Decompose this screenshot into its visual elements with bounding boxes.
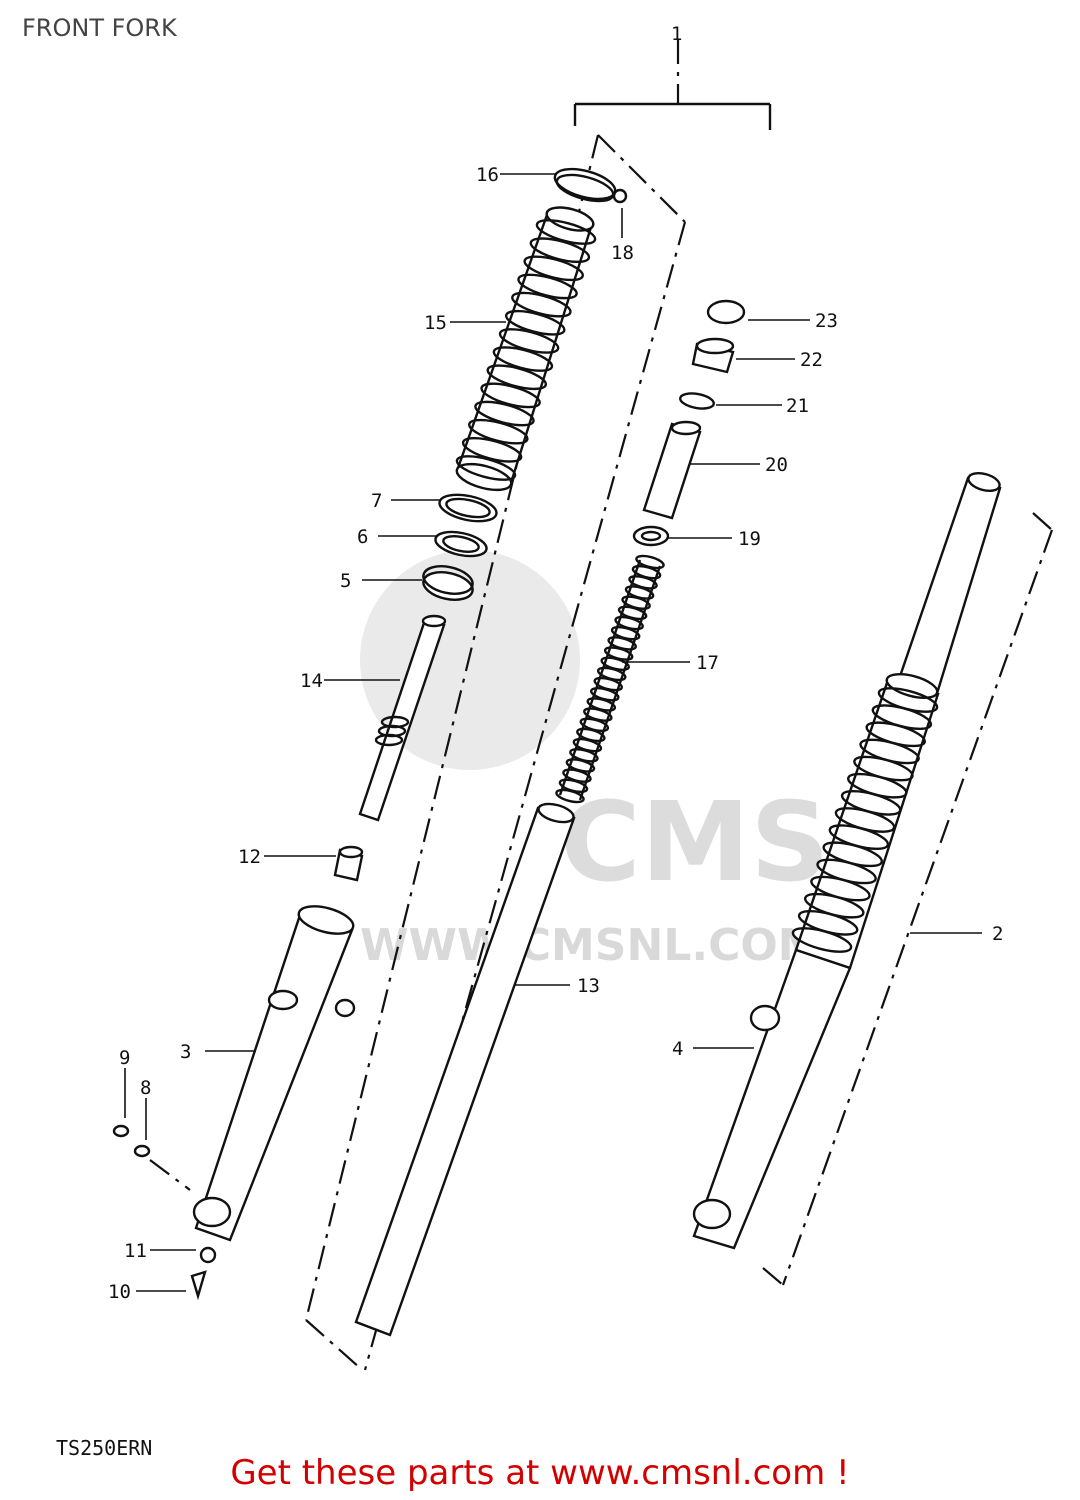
part-9-bolt xyxy=(112,1124,130,1138)
assembly-frame-left xyxy=(304,134,687,1371)
callout-12: 12 xyxy=(238,846,261,868)
callout-5: 5 xyxy=(340,570,351,592)
watermark-logo: CMS xyxy=(560,778,829,906)
part-20-spacer xyxy=(642,420,702,520)
assembly-bracket xyxy=(573,40,772,130)
callout-4: 4 xyxy=(672,1038,683,1060)
callout-9: 9 xyxy=(119,1047,130,1069)
callout-15: 15 xyxy=(424,312,447,334)
callout-11: 11 xyxy=(124,1240,147,1262)
part-23-cap xyxy=(706,299,746,325)
callout-21: 21 xyxy=(786,395,809,417)
boot-fold-right xyxy=(791,927,853,953)
callout-20: 20 xyxy=(765,454,788,476)
diagram-title: FRONT FORK xyxy=(22,14,177,42)
callout-19: 19 xyxy=(738,528,761,550)
part-8-washer xyxy=(133,1144,151,1158)
callout-23: 23 xyxy=(815,310,838,332)
part-8-axis xyxy=(149,1159,191,1191)
part-21-o-ring xyxy=(679,392,715,410)
part-3-outer-tube-left xyxy=(190,905,356,1301)
model-code: TS250ERN xyxy=(56,1436,153,1460)
boot-fold xyxy=(455,455,517,481)
part-16-clamp xyxy=(553,167,628,204)
callout-10: 10 xyxy=(108,1281,131,1303)
callout-7: 7 xyxy=(371,490,382,512)
callout-labels: 1 2 3 4 5 6 7 8 9 10 11 12 13 14 15 16 1… xyxy=(108,23,1003,1303)
cmsnl-watermark: CMS WWW.CMSNL.COM xyxy=(360,550,829,971)
spring-coil xyxy=(555,788,585,804)
callout-3: 3 xyxy=(180,1041,191,1063)
part-12-collar xyxy=(333,845,364,882)
part-7-ring xyxy=(438,493,498,523)
assembly-frame-right xyxy=(762,512,1054,1286)
callout-16: 16 xyxy=(476,164,499,186)
part-14-damper-rod xyxy=(358,614,447,822)
leader-lines xyxy=(124,173,982,1292)
callout-1: 1 xyxy=(671,23,682,45)
part-13-inner-tube xyxy=(354,802,576,1337)
part-5-oil-seal xyxy=(422,565,474,601)
part-22-fork-cap-bolt xyxy=(691,337,735,374)
callout-2: 2 xyxy=(992,923,1003,945)
callout-6: 6 xyxy=(357,526,368,548)
callout-14: 14 xyxy=(300,670,323,692)
watermark-url: WWW.CMSNL.COM xyxy=(360,920,822,971)
callout-17: 17 xyxy=(696,652,719,674)
footer-link-text[interactable]: Get these parts at www.cmsnl.com ! xyxy=(230,1453,850,1493)
part-19-washer xyxy=(632,525,670,547)
callout-22: 22 xyxy=(800,349,823,371)
part-6-seal xyxy=(434,530,488,558)
callout-8: 8 xyxy=(140,1077,151,1099)
callout-18: 18 xyxy=(611,242,634,264)
callout-13: 13 xyxy=(577,975,600,997)
